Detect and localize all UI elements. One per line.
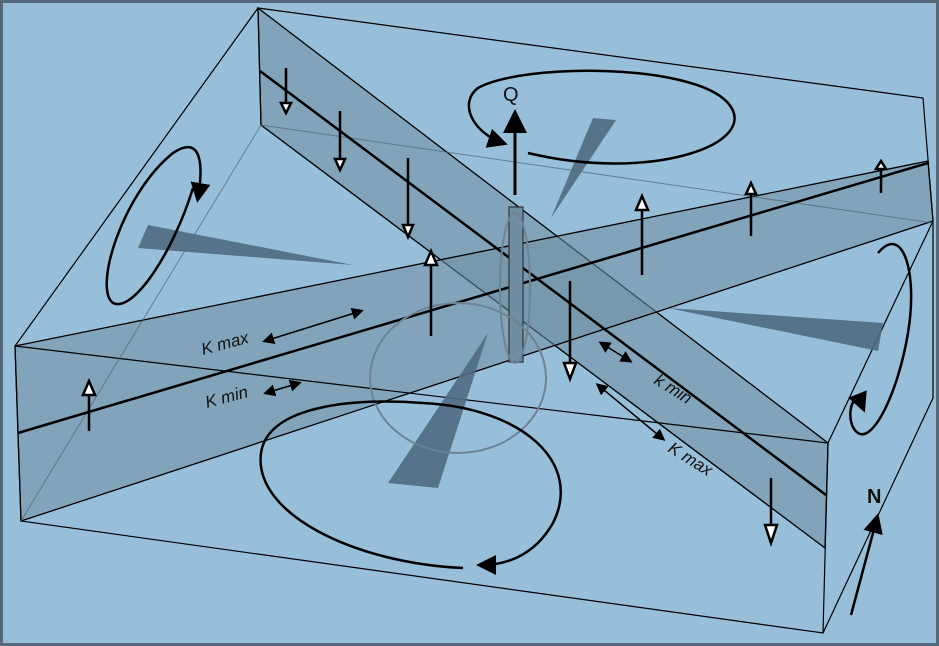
rotation-bottom [259, 400, 562, 575]
q-label: Q [503, 84, 519, 106]
rotation-top [467, 69, 736, 165]
fault-trace-nw-se [259, 69, 827, 497]
kmin-left-arrow [263, 379, 302, 397]
kmax-right-arrow [595, 383, 666, 441]
fault-trace-sw-ne [17, 161, 929, 435]
wedge-east [668, 308, 883, 351]
wedge-north [551, 118, 616, 218]
well-cylinder [508, 206, 524, 363]
rotation-west [105, 145, 211, 306]
fault-block-diagram: Q K max K min k min K max N [14, 6, 934, 634]
stress-wedges [138, 118, 883, 488]
rotation-east [848, 242, 913, 436]
center-rotation-circle [369, 302, 547, 454]
wedge-south [388, 333, 488, 488]
north-label: N [867, 486, 881, 508]
kmax-left-arrow [262, 307, 364, 345]
kmin-right-arrow [598, 341, 633, 363]
slip-arrows [81, 68, 889, 547]
wedge-west [138, 225, 353, 265]
well-rotation-ellipse [499, 212, 531, 364]
hidden-edges [20, 124, 934, 522]
north-arrow [849, 513, 883, 616]
